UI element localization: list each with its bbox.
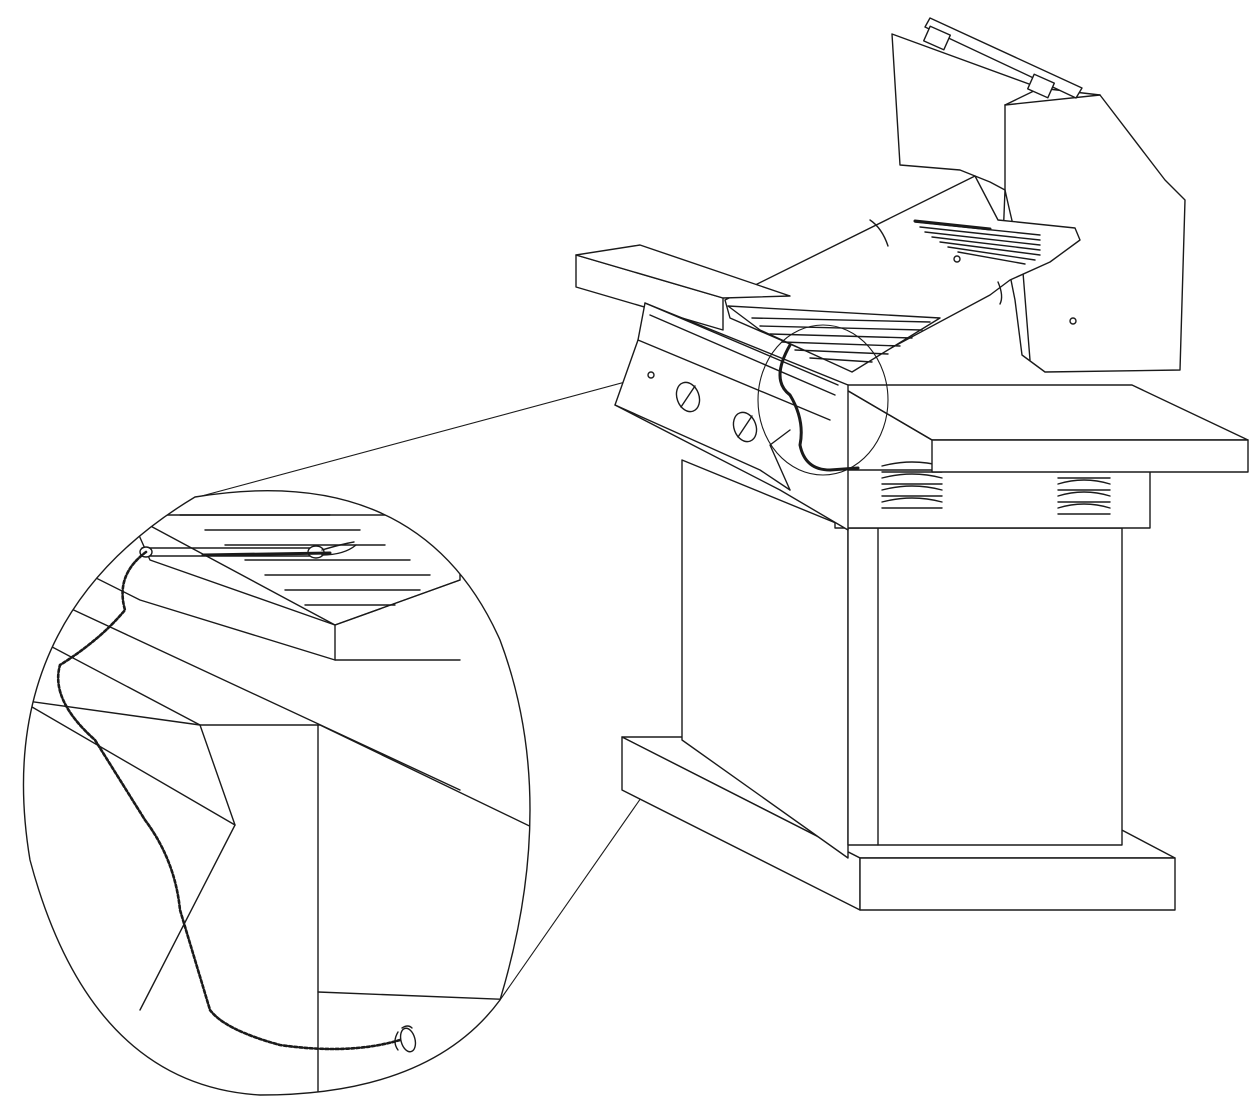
magnified-detail	[22, 490, 531, 1096]
match-holder-chain-small	[778, 343, 860, 472]
detail-circle	[757, 324, 889, 476]
right-side-shelf	[837, 384, 1249, 473]
control-knob-icon	[732, 411, 758, 443]
lid-handle	[922, 17, 1083, 99]
left-side-shelf	[575, 244, 791, 331]
chain-icon	[56, 550, 402, 1051]
grill-illustration	[575, 17, 1249, 911]
grill-cabinet	[681, 459, 1123, 859]
match-holder-hook	[647, 371, 655, 379]
control-panel	[614, 302, 860, 531]
warming-rack-grate	[913, 219, 1041, 265]
vent-slots-left	[881, 461, 943, 509]
chain-end-clip	[394, 1025, 417, 1053]
control-knob-icon	[675, 381, 701, 413]
